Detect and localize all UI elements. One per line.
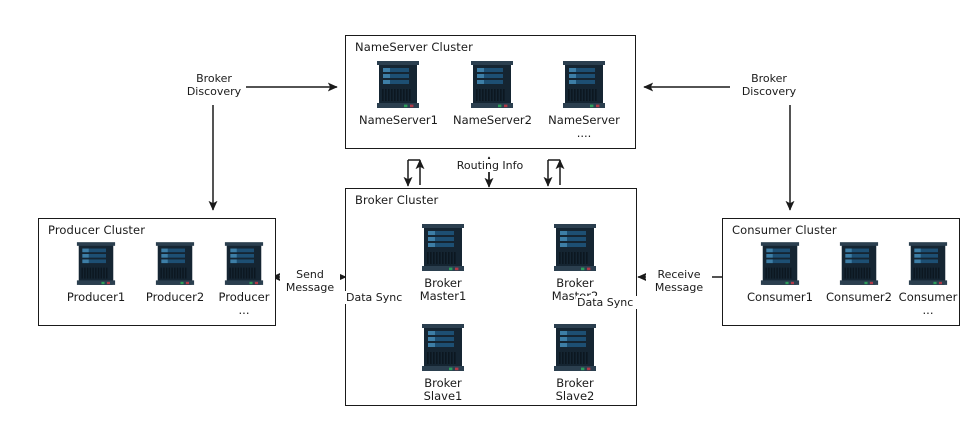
node-nameserver-more: NameServer .... <box>545 60 623 140</box>
edge-label-data-sync-right: Data Sync <box>576 296 638 309</box>
edge-label-data-sync-left: Data Sync <box>345 291 405 304</box>
node-label: Producer1 <box>66 290 126 304</box>
node-nameserver1: NameServer1 <box>359 60 438 127</box>
node-label: Consumer2 <box>826 290 892 304</box>
node-label: NameServer .... <box>548 113 620 140</box>
node-broker-slave1: Broker Slave1 <box>404 323 482 403</box>
edge-label-receive-message: Receive Message <box>646 268 712 294</box>
node-broker-master1: Broker Master1 <box>404 223 482 303</box>
server-icon <box>563 61 605 108</box>
cluster-nameserver-title: NameServer Cluster <box>355 40 473 54</box>
node-consumer1: Consumer1 <box>741 241 819 304</box>
cluster-producer: Producer Cluster <box>38 218 276 326</box>
node-producer2: Producer2 <box>136 241 214 304</box>
server-icon <box>377 61 419 108</box>
node-label: Producer ... <box>218 290 270 317</box>
cluster-producer-title: Producer Cluster <box>48 223 146 237</box>
cluster-nameserver: NameServer Cluster <box>345 35 636 149</box>
edge-label-routing-info: Routing Info <box>450 159 530 172</box>
server-icon <box>76 242 116 285</box>
node-consumer2: Consumer2 <box>820 241 898 304</box>
node-broker-master2: Broker Master2 <box>536 223 614 303</box>
node-label: NameServer1 <box>359 113 438 127</box>
node-label: Broker Master1 <box>419 276 467 303</box>
node-label: Producer2 <box>145 290 205 304</box>
edge-label-broker-discovery-left: Broker Discovery <box>182 72 246 98</box>
edge-label-broker-discovery-right: Broker Discovery <box>737 72 801 98</box>
node-label: Broker Slave2 <box>555 376 595 403</box>
server-icon <box>554 224 596 271</box>
server-icon <box>554 324 596 371</box>
cluster-broker-title: Broker Cluster <box>355 193 439 207</box>
node-label: Consumer ... <box>898 290 958 317</box>
node-consumer-more: Consumer ... <box>889 241 967 317</box>
server-icon <box>760 242 800 285</box>
node-label: Consumer1 <box>747 290 813 304</box>
server-icon <box>839 242 879 285</box>
node-broker-slave2: Broker Slave2 <box>536 323 614 403</box>
node-producer-more: Producer ... <box>205 241 283 317</box>
server-icon <box>224 242 264 285</box>
edge-label-send-message: Send Message <box>280 268 340 294</box>
cluster-consumer: Consumer Cluster <box>722 218 960 326</box>
cluster-consumer-title: Consumer Cluster <box>732 223 837 237</box>
node-label: NameServer2 <box>453 113 532 127</box>
node-label: Broker Slave1 <box>423 376 463 403</box>
server-icon <box>155 242 195 285</box>
server-icon <box>422 224 464 271</box>
server-icon <box>908 242 948 285</box>
node-producer1: Producer1 <box>57 241 135 304</box>
server-icon <box>422 324 464 371</box>
server-icon <box>471 61 513 108</box>
node-nameserver2: NameServer2 <box>453 60 532 127</box>
